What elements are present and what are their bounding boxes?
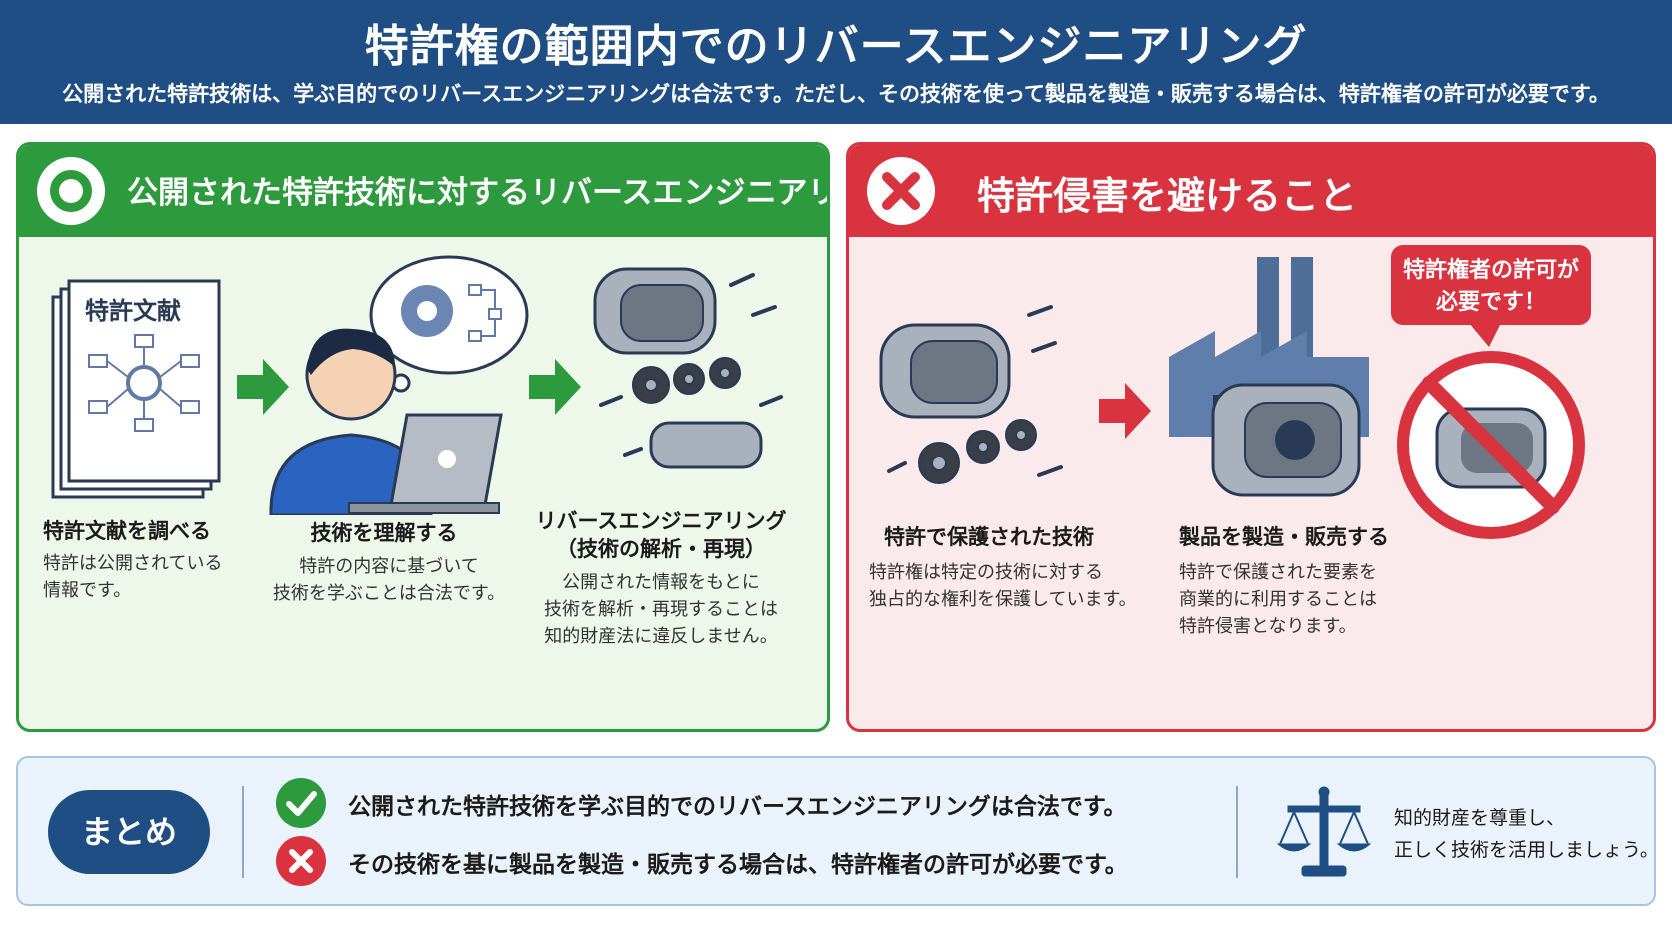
gear-icon — [401, 285, 453, 337]
summary-label: まとめ — [48, 790, 210, 874]
scales-icon — [1276, 786, 1372, 877]
page-title: 特許権の範囲内でのリバースエンジニアリング — [364, 21, 1308, 72]
callout-bubble — [1391, 245, 1591, 347]
step-title: リバースエンジニアリング （技術の解析・再現） — [535, 509, 787, 561]
x-icon — [276, 836, 326, 886]
legal-panel-header: 公開された特許技術に対するリバースエンジニアリングは合法 — [19, 145, 827, 237]
legal-panel-title: 公開された特許技術に対するリバースエンジニアリングは合法 — [127, 175, 827, 211]
right-arrow-icon — [237, 359, 289, 415]
divider — [1236, 786, 1238, 878]
summary-box: まとめ 公開された特許技術を学ぶ目的でのリバースエンジニアリングは合法です。 そ… — [16, 756, 1659, 906]
prohibited-icon — [1397, 351, 1585, 539]
right-arrow-icon — [1099, 383, 1151, 439]
page-subtitle: 公開された特許技術は、学ぶ目的でのリバースエンジニアリングは合法です。ただし、そ… — [62, 82, 1610, 106]
legal-panel: 公開された特許技術に対するリバースエンジニアリングは合法 特許文献 — [16, 142, 830, 732]
divider — [242, 786, 244, 878]
step-desc: 特許の内容に基づいて 技術を学ぶことは合法です。 — [272, 556, 506, 604]
protected-device-icon — [879, 305, 1063, 484]
person-laptop-icon — [269, 255, 529, 515]
circle-ok-icon — [37, 157, 105, 225]
step-desc: 特許権は特定の技術に対する 独占的な権利を保護しています。 — [869, 562, 1137, 610]
step-desc: 特許は公開されている 情報です。 — [43, 553, 223, 601]
factory-icon — [1169, 257, 1369, 497]
exploded-device-icon — [593, 267, 783, 469]
step-desc: 公開された情報をもとに 技術を解析・再現することは 知的財産法に違反しません。 — [544, 572, 778, 647]
check-icon — [276, 778, 326, 828]
infringement-panel: 特許侵害を避けること 特許権者の許可が 必要です！ — [846, 142, 1656, 732]
infringement-panel-title: 特許侵害を避けること — [977, 174, 1358, 218]
step-title: 特許文献を調べる — [43, 519, 211, 543]
infringement-panel-header: 特許侵害を避けること — [849, 145, 1653, 237]
document-label: 特許文献 — [85, 297, 181, 325]
right-arrow-icon — [529, 359, 581, 415]
header-banner: 特許権の範囲内でのリバースエンジニアリング 公開された特許技術は、学ぶ目的でのリ… — [0, 0, 1672, 124]
summary-note: 知的財産を尊重し、 正しく技術を活用しましょう。 — [1394, 807, 1659, 861]
step-title: 特許で保護された技術 — [884, 525, 1094, 549]
step-title: 技術を理解する — [310, 521, 458, 545]
step-desc: 特許で保護された要素を 商業的に利用することは 特許侵害となります。 — [1179, 562, 1377, 637]
patent-document-icon — [51, 279, 221, 499]
x-icon — [867, 157, 935, 225]
callout-text: 特許権者の許可が 必要です！ — [1402, 258, 1579, 315]
step-title: 製品を製造・販売する — [1179, 525, 1389, 549]
